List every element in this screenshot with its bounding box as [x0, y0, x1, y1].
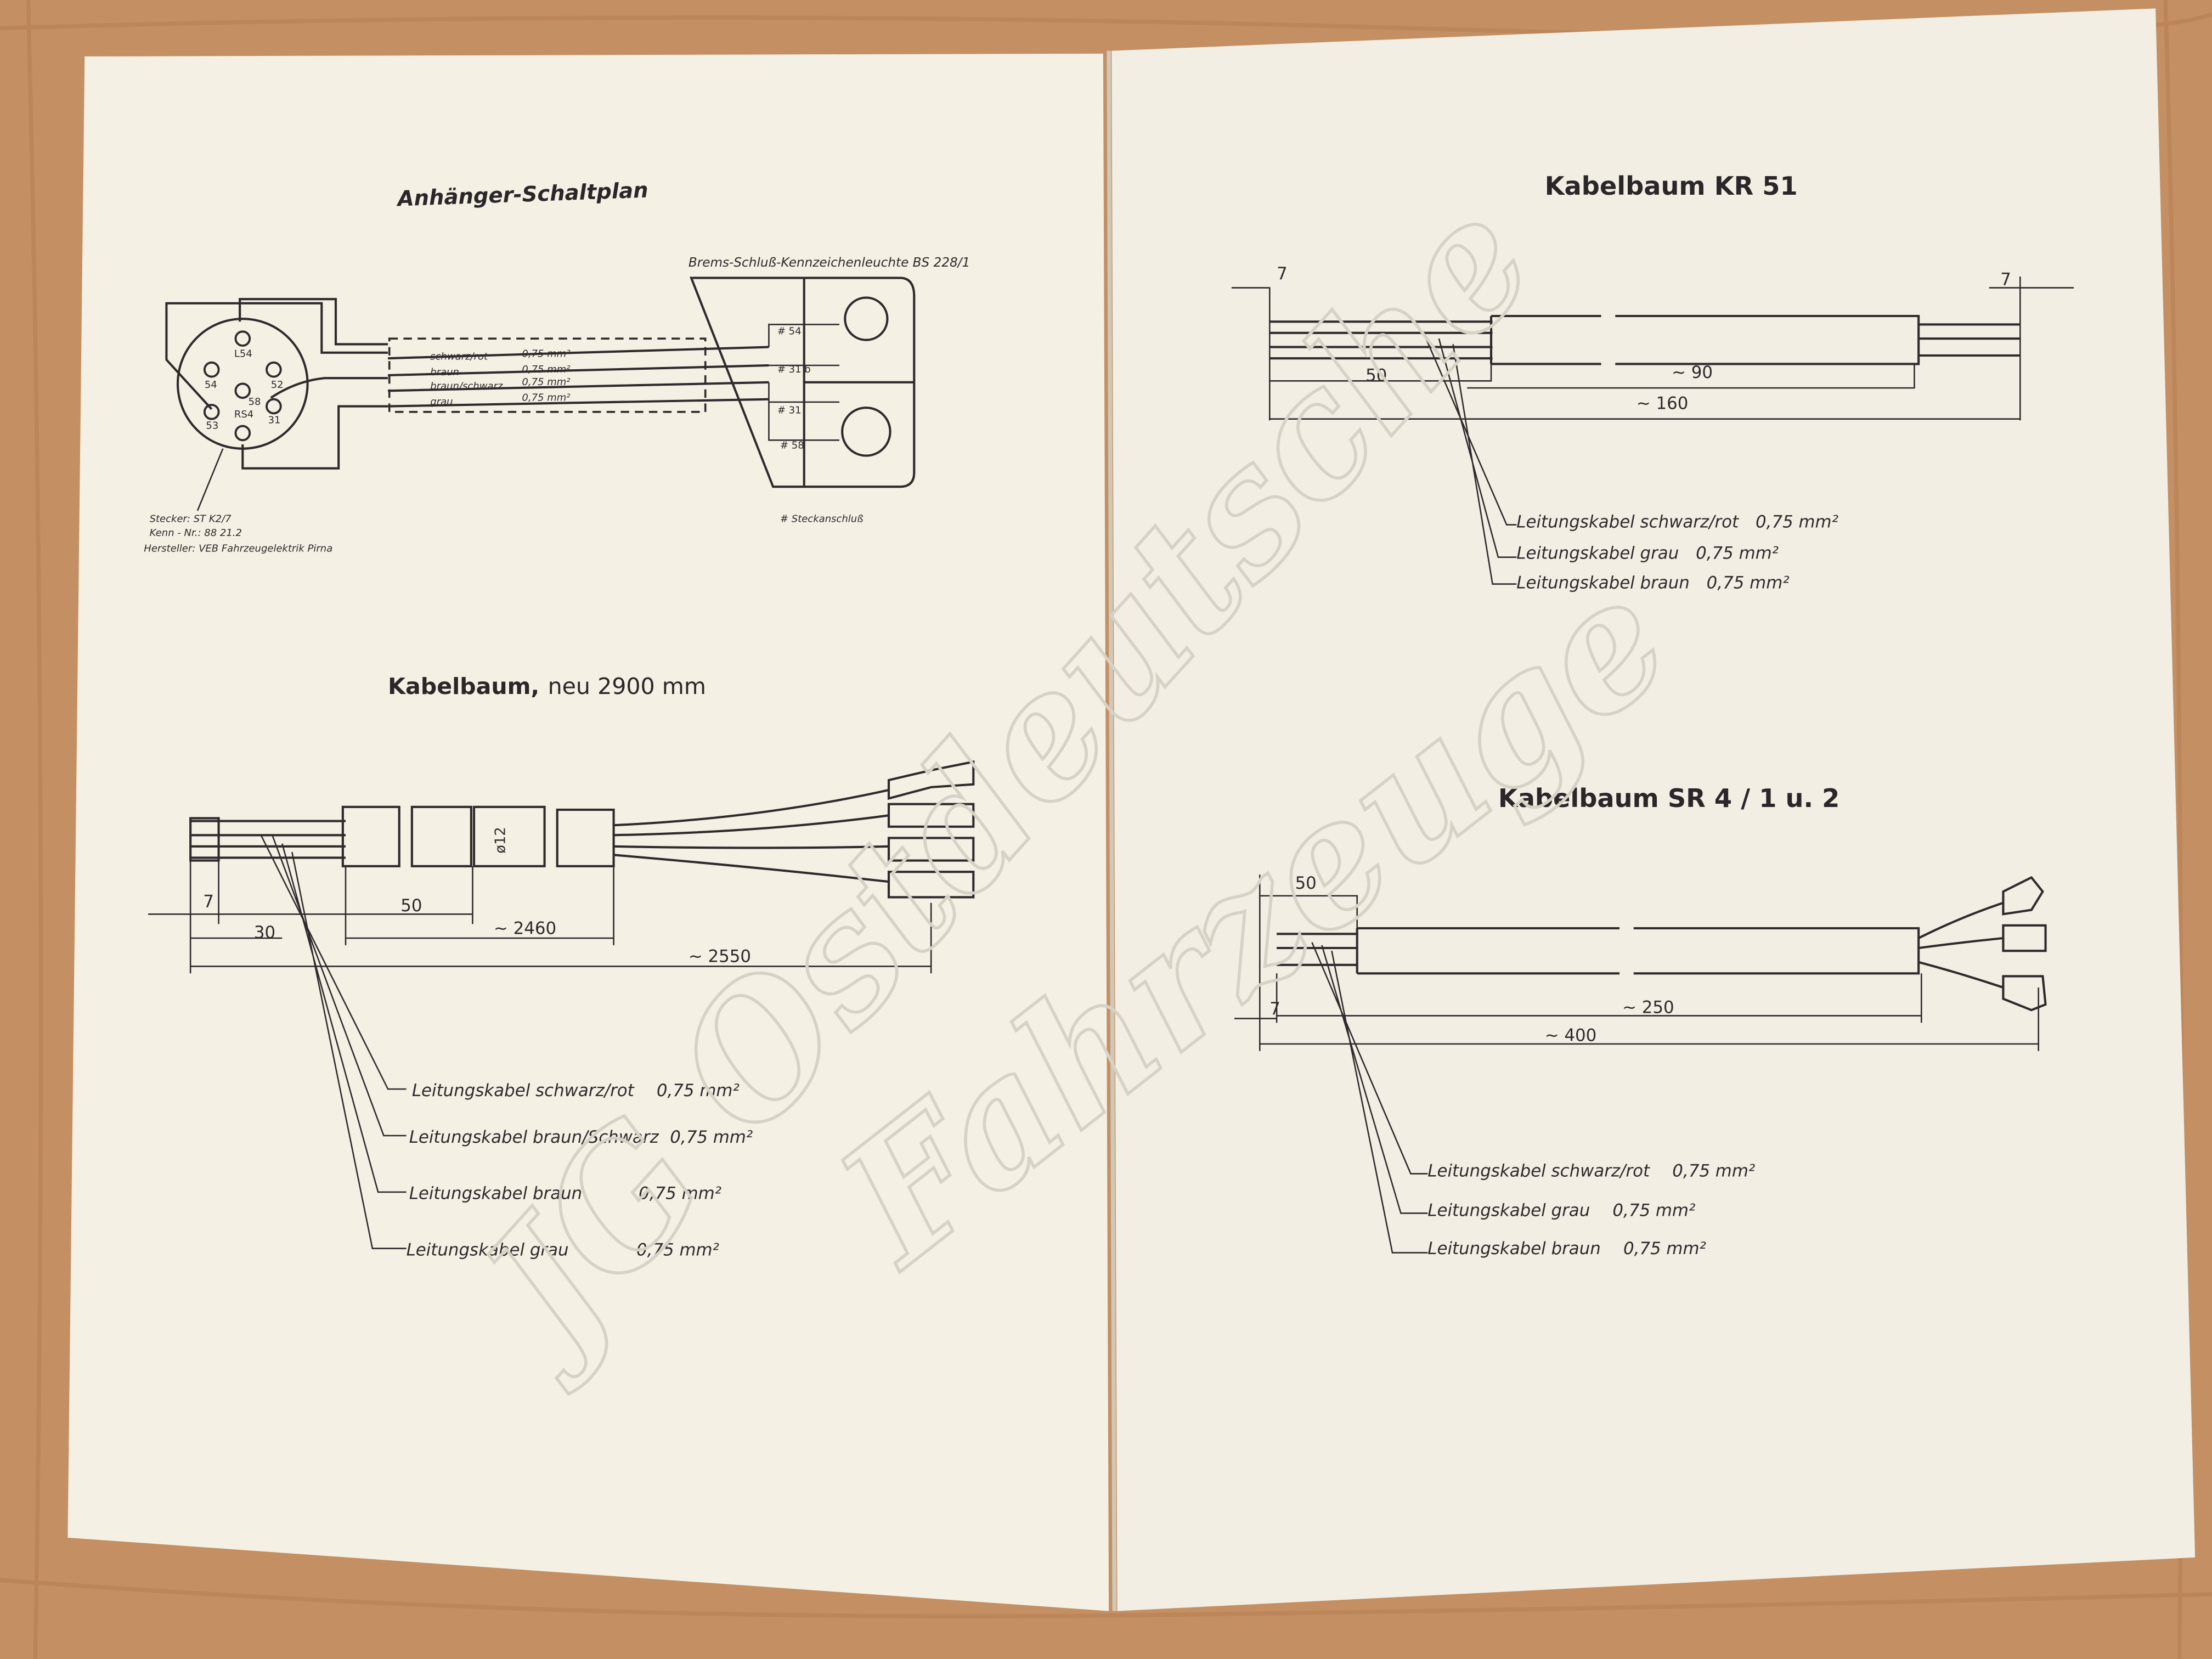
footnote: # Steckanschluß: [780, 513, 864, 524]
plug-info: Stecker: ST K2/7: [150, 513, 232, 524]
terminal-label: # 58: [780, 440, 804, 452]
dim-7-right: 7: [2000, 269, 2011, 289]
dim-160: ~ 160: [1637, 394, 1689, 414]
left-page: [67, 53, 1109, 1611]
dim-50: 50: [1365, 365, 1387, 385]
bulb-icon: [844, 296, 889, 341]
dim-50: 50: [1295, 873, 1317, 893]
harness-kr51: Kabelbaum KR 51 7 7 50 ~ 90 ~ 160 Leitun…: [1231, 171, 2074, 592]
svg-text:Kabelbaum,neu 2900 mm: Kabelbaum, neu 2900 mm: [388, 673, 706, 699]
kr51-title: Kabelbaum KR 51: [1545, 171, 1798, 201]
dim-90: ~ 90: [1672, 363, 1713, 382]
page-spine: [1107, 50, 1117, 1611]
wire-size: 0,75 mm²: [522, 348, 570, 360]
harness-title-rest: neu 2900 mm: [548, 673, 706, 699]
plug-info: Hersteller: VEB Fahrzeugelektrik Pirna: [144, 543, 332, 554]
right-page: [1111, 8, 2196, 1611]
sleeve: [341, 805, 400, 867]
wire-color: grau: [430, 396, 453, 408]
dim-2550: ~ 2550: [689, 947, 751, 967]
dim-50: 50: [400, 896, 422, 916]
pin-label: 58: [249, 396, 261, 408]
lamp-title: Brems-Schluß-Kennzeichenleuchte BS 228/1: [689, 256, 970, 270]
pin-label: 52: [271, 379, 284, 391]
pin-label: RS4: [234, 409, 253, 420]
bulb-icon: [841, 407, 891, 457]
dim-2460: ~ 2460: [494, 918, 556, 938]
terminal-lugs: [887, 760, 975, 899]
dim-7: 7: [203, 891, 214, 911]
sleeve: [410, 805, 472, 867]
sleeve: [1489, 314, 1920, 365]
diameter-label: ø12: [493, 827, 509, 853]
dim-30: 30: [254, 923, 275, 943]
sleeve: [472, 805, 546, 867]
wire-size: 0,75 mm²: [522, 392, 570, 403]
dim-400: ~ 400: [1545, 1026, 1597, 1046]
harness-title: Kabelbaum,: [388, 673, 539, 699]
sleeve: [1356, 927, 1920, 975]
dim-7-left: 7: [1277, 264, 1288, 284]
terminal-label: # 54: [777, 325, 802, 337]
dim-7: 7: [1269, 999, 1280, 1019]
sleeve: [556, 808, 615, 867]
terminal-label: # 31 b: [777, 364, 811, 375]
wire-size: 0,75 mm²: [522, 364, 570, 375]
dim-250: ~ 250: [1622, 997, 1674, 1017]
pin-label: 53: [206, 420, 218, 432]
sr4-title: Kabelbaum SR 4 / 1 u. 2: [1498, 783, 1840, 813]
pin-label: 54: [205, 379, 217, 391]
connector-pins: [203, 330, 282, 442]
pin-label: 31: [268, 414, 281, 426]
wire-color: braun/schwarz: [430, 381, 503, 392]
harness-sr4: Kabelbaum SR 4 / 1 u. 2 50 7 ~ 250 ~ 400…: [1234, 783, 2047, 1259]
lamp-housing: [689, 276, 916, 488]
harness-2900: Kabelbaum, neu 2900 mm ø12 7 50 30 ~ 2460…: [148, 673, 975, 1260]
wire-color: braun: [430, 366, 459, 378]
trailer-wiring-diagram: Anhänger-Schaltplan Brems-Schluß-Kennzei…: [144, 178, 970, 554]
pin-label: L54: [234, 348, 252, 360]
wire-size: 0,75 mm²: [522, 376, 570, 388]
plug-info: Kenn - Nr.: 88 21.2: [150, 527, 242, 539]
terminal-label: # 31: [777, 404, 802, 416]
wire-color: schwarz/rot: [430, 351, 488, 363]
